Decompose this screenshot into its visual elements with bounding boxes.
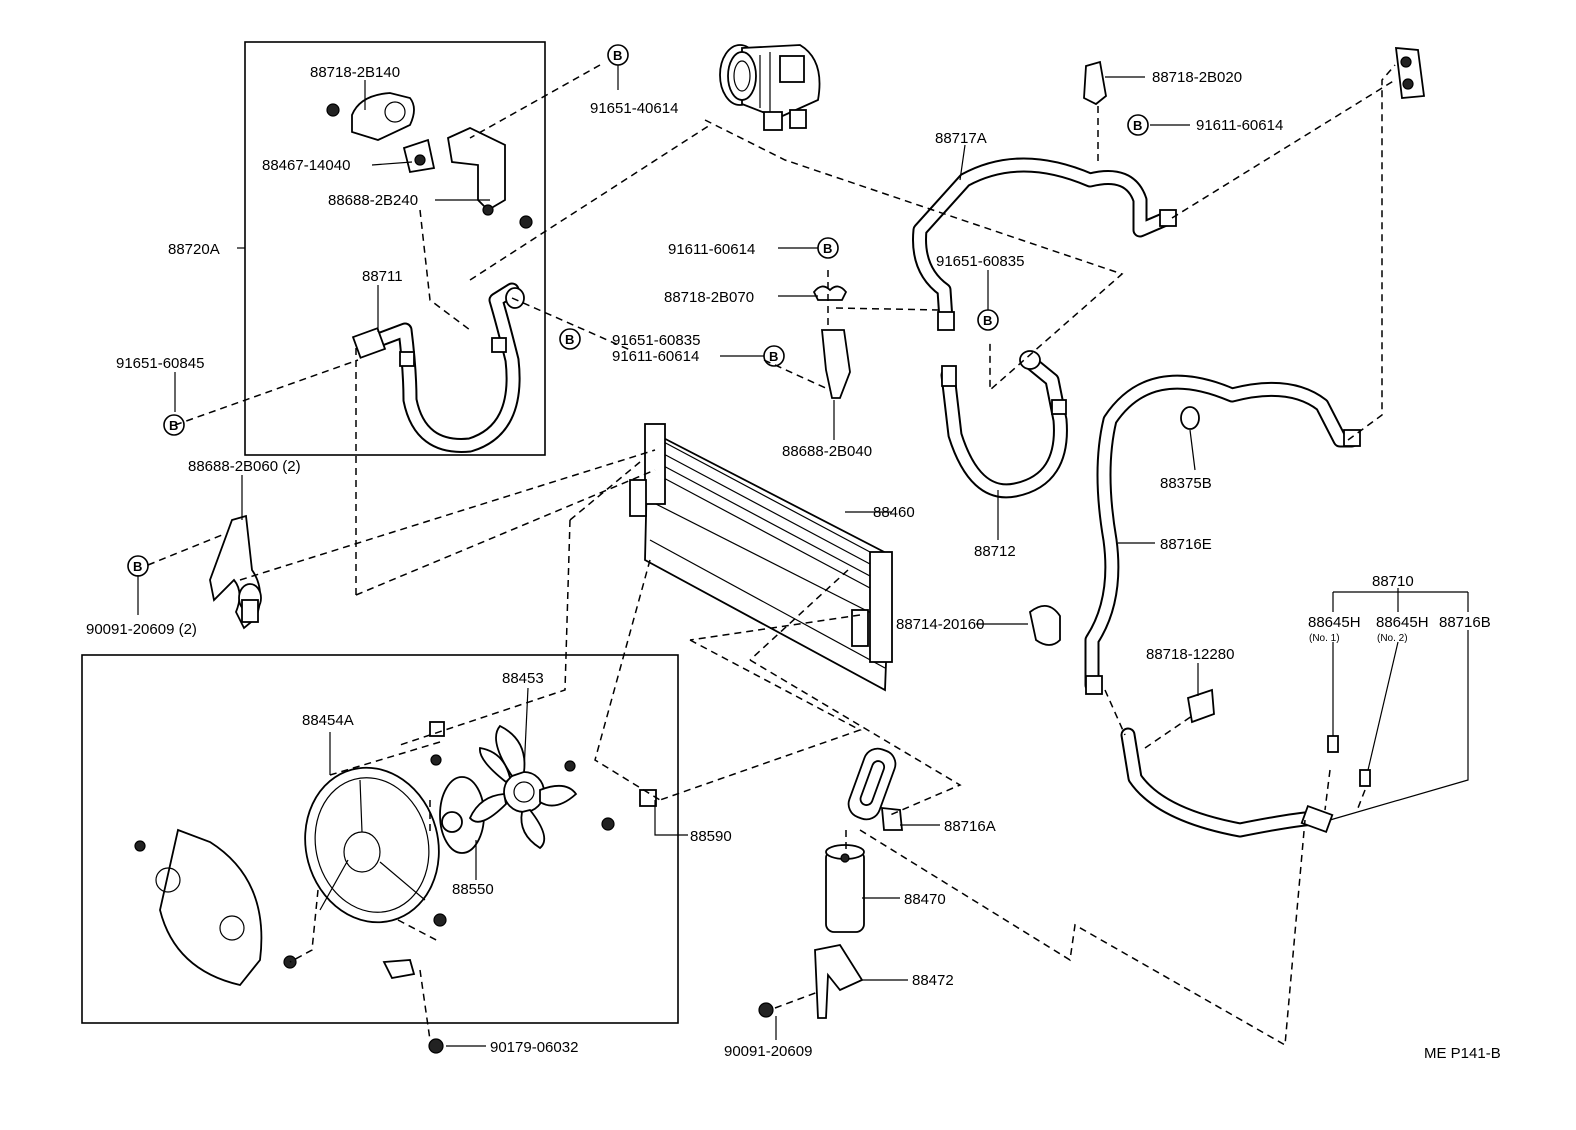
svg-text:B: B: [823, 241, 832, 256]
label-88718-2b070: 88718-2B070: [664, 289, 754, 306]
svg-text:B: B: [613, 48, 622, 63]
label-88688-2b240: 88688-2B240: [328, 192, 418, 209]
compressor: [719, 44, 821, 131]
ref-circle-b: B: [559, 328, 581, 350]
label-88645h-no1-sub: (No. 1): [1309, 633, 1340, 644]
dashed-connectors: [147, 64, 1396, 1047]
cushion-88714-20160: [1029, 605, 1061, 646]
label-88375b: 88375B: [1160, 475, 1212, 492]
receiver-88470: [825, 844, 865, 933]
bracket-88716a: [847, 747, 903, 831]
ref-circle-b: B: [1127, 114, 1149, 136]
label-88716e: 88716E: [1160, 536, 1212, 553]
label-88688-2b040: 88688-2B040: [782, 443, 872, 460]
diagram-code: ME P141-B: [1424, 1045, 1501, 1062]
ref-circle-b: B: [977, 309, 999, 331]
label-88712: 88712: [974, 543, 1016, 560]
fan-shroud-88454a: [304, 766, 440, 924]
label-91651-60835: 91651-60835: [936, 253, 1024, 270]
label-88688-2b060: 88688-2B060 (2): [188, 458, 301, 475]
label-91611-60614: 91611-60614: [1196, 117, 1283, 134]
label-88645h-no2: 88645H: [1376, 614, 1429, 631]
hose-88716e: [1084, 374, 1361, 695]
label-91611-60614: 91611-60614: [612, 348, 699, 365]
label-90091-20609: 90091-20609: [724, 1043, 812, 1060]
label-88716a: 88716A: [944, 818, 996, 835]
fan-88453: [468, 724, 578, 850]
label-88718-2b140: 88718-2B140: [310, 64, 400, 81]
leader-lines: [137, 65, 1469, 1047]
ref-circle-b: B: [127, 555, 149, 577]
bracket-88688-2b060: [209, 514, 262, 630]
label-91651-40614: 91651-40614: [590, 100, 678, 117]
svg-text:B: B: [983, 313, 992, 328]
label-88472: 88472: [912, 972, 954, 989]
label-88467-14040: 88467-14040: [262, 157, 350, 174]
hose-88717a: [912, 60, 1177, 331]
label-88717a: 88717A: [935, 130, 987, 147]
label-88710: 88710: [1372, 573, 1414, 590]
bracket-top-right: [1394, 47, 1426, 99]
ref-circle-b: B: [163, 414, 185, 436]
ref-symbols: B B B B B B B B: [127, 44, 1149, 577]
svg-text:B: B: [169, 418, 178, 433]
bracket-88472: [758, 943, 864, 1019]
label-88718-12280: 88718-12280: [1146, 646, 1234, 663]
bracket-88688-2b040: [812, 285, 851, 399]
label-88645h-no2-sub: (No. 2): [1377, 633, 1408, 644]
svg-text:B: B: [769, 349, 778, 364]
clamp-88718-2b140: [326, 92, 415, 141]
label-88718-2b020: 88718-2B020: [1152, 69, 1242, 86]
svg-text:B: B: [1133, 118, 1142, 133]
label-91651-60835: 91651-60835: [612, 332, 700, 349]
label-88550: 88550: [452, 881, 494, 898]
svg-text:B: B: [565, 332, 574, 347]
ref-circle-b: B: [607, 44, 629, 66]
label-90091-20609-2: 90091-20609 (2): [86, 621, 197, 638]
label-88470: 88470: [904, 891, 946, 908]
label-91611-60614: 91611-60614: [668, 241, 755, 258]
label-91651-60845: 91651-60845: [116, 355, 204, 372]
label-88714-20160: 88714-20160: [896, 616, 984, 633]
fan-group-box: [81, 654, 679, 1024]
bracket-88467-14040: [402, 138, 436, 174]
clamp-88718-12280: [1186, 688, 1215, 724]
label-88460: 88460: [873, 504, 915, 521]
label-88645h-no1: 88645H: [1308, 614, 1361, 631]
label-90179-06032: 90179-06032: [490, 1039, 578, 1056]
ref-circle-b: B: [763, 345, 785, 367]
label-88716b: 88716B: [1439, 614, 1491, 631]
fan-motor-88550: [439, 776, 485, 854]
label-88720a: 88720A: [168, 241, 220, 258]
svg-text:B: B: [133, 559, 142, 574]
label-88590: 88590: [690, 828, 732, 845]
pipe-88716b: [1120, 727, 1371, 838]
condenser-88460: [629, 423, 893, 692]
label-88454a: 88454A: [302, 712, 354, 729]
label-88453: 88453: [502, 670, 544, 687]
part-labels: 88718-2B140 88467-14040 88688-2B240 8872…: [86, 64, 1501, 1062]
fan-guard: [155, 828, 263, 987]
bracket-88688-2b240: [446, 127, 533, 229]
fan-fasteners: [134, 721, 657, 1054]
hose-88711: [351, 282, 525, 453]
hose-88712: [940, 350, 1068, 499]
ref-circle-b: B: [817, 237, 839, 259]
label-88711: 88711: [362, 268, 403, 285]
